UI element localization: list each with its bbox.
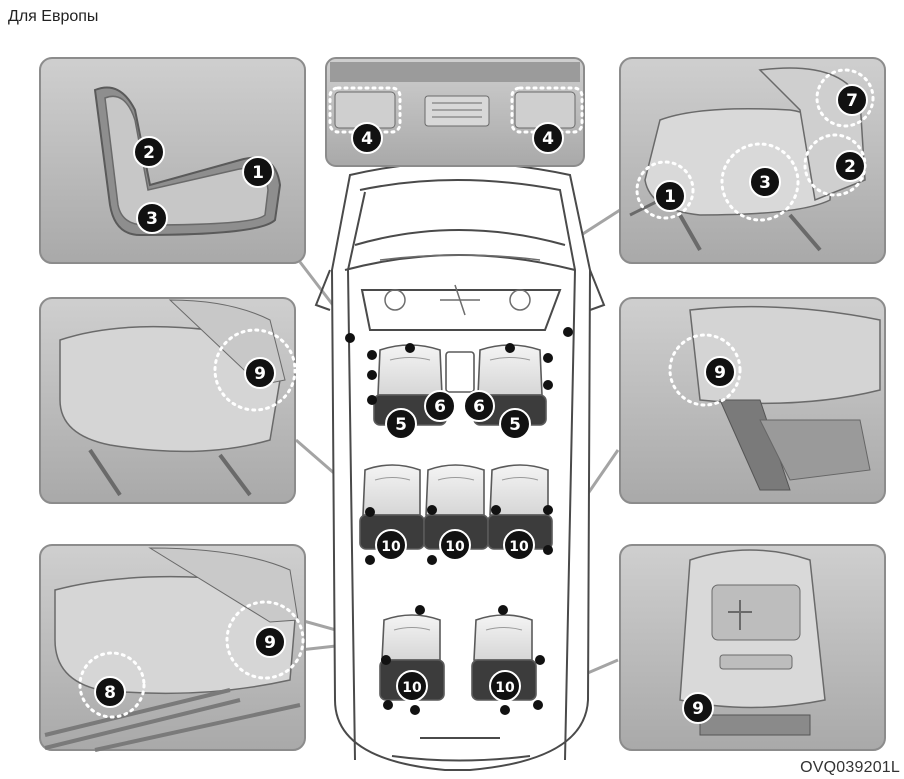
callout-1b-label: 1 [664, 187, 676, 207]
callout-10e: 10 [489, 670, 521, 702]
callout-4a-label: 4 [361, 129, 373, 149]
seat-stitching [374, 357, 539, 631]
front-left-seat [377, 344, 443, 396]
callout-9c-label: 9 [264, 633, 276, 653]
callout-7-label: 7 [846, 91, 858, 111]
callout-6a-label: 6 [434, 397, 446, 417]
row3-right-seat [473, 614, 533, 661]
callout-2b-label: 2 [844, 157, 856, 177]
panel-power-seat-switch [39, 57, 306, 264]
anchor-dots [345, 327, 573, 715]
callout-3b-label: 3 [759, 173, 771, 193]
callout-6b-label: 6 [473, 397, 485, 417]
callout-10a: 10 [375, 529, 407, 561]
car-roof-detail [379, 254, 541, 316]
panel-roof-console [325, 57, 585, 167]
callout-10b-label: 10 [445, 539, 465, 555]
panel-second-row-seat [39, 297, 296, 504]
dotted-highlights [78, 68, 875, 719]
callout-5b: 5 [499, 408, 531, 440]
callout-10d: 10 [396, 670, 428, 702]
callout-10d-label: 10 [402, 680, 422, 696]
callout-4b-label: 4 [542, 129, 554, 149]
callout-9a: 9 [244, 357, 276, 389]
callout-10a-label: 10 [381, 539, 401, 555]
panel-seat-back [619, 544, 886, 751]
row2-left-seat [362, 464, 421, 516]
callout-4b: 4 [532, 122, 564, 154]
region-label: Для Европы [8, 8, 99, 25]
callout-4a: 4 [351, 122, 383, 154]
callout-9b: 9 [704, 356, 736, 388]
row2-center-seat [425, 464, 485, 516]
callout-3b: 3 [749, 166, 781, 198]
callout-1a: 1 [242, 156, 274, 188]
callout-3a-label: 3 [146, 209, 158, 229]
callout-10b: 10 [439, 529, 471, 561]
callout-9b-label: 9 [714, 363, 726, 383]
callout-9d: 9 [682, 692, 714, 724]
callout-5b-label: 5 [509, 415, 521, 435]
callout-2b: 2 [834, 150, 866, 182]
callout-10c: 10 [503, 529, 535, 561]
callout-5a: 5 [385, 408, 417, 440]
callout-1a-label: 1 [252, 163, 264, 183]
callout-6b: 6 [463, 390, 495, 422]
front-right-seat [477, 344, 543, 396]
panel-third-row-seat [39, 544, 306, 752]
callout-10c-label: 10 [509, 539, 529, 555]
callout-5a-label: 5 [395, 415, 407, 435]
callout-2a-label: 2 [143, 143, 155, 163]
callout-2a: 2 [133, 136, 165, 168]
row3-left-seat [381, 614, 441, 661]
figure-code: OVQ039201L [800, 759, 900, 776]
callout-8: 8 [94, 676, 126, 708]
callout-9d-label: 9 [692, 699, 704, 719]
callout-10e-label: 10 [495, 680, 515, 696]
callout-1b: 1 [654, 180, 686, 212]
callout-9c: 9 [254, 626, 286, 658]
panel-seat-side-rear [619, 297, 886, 504]
callout-9a-label: 9 [254, 364, 266, 384]
callout-7: 7 [836, 84, 868, 116]
callout-3a: 3 [136, 202, 168, 234]
callout-8-label: 8 [104, 683, 116, 703]
callout-6a: 6 [424, 390, 456, 422]
